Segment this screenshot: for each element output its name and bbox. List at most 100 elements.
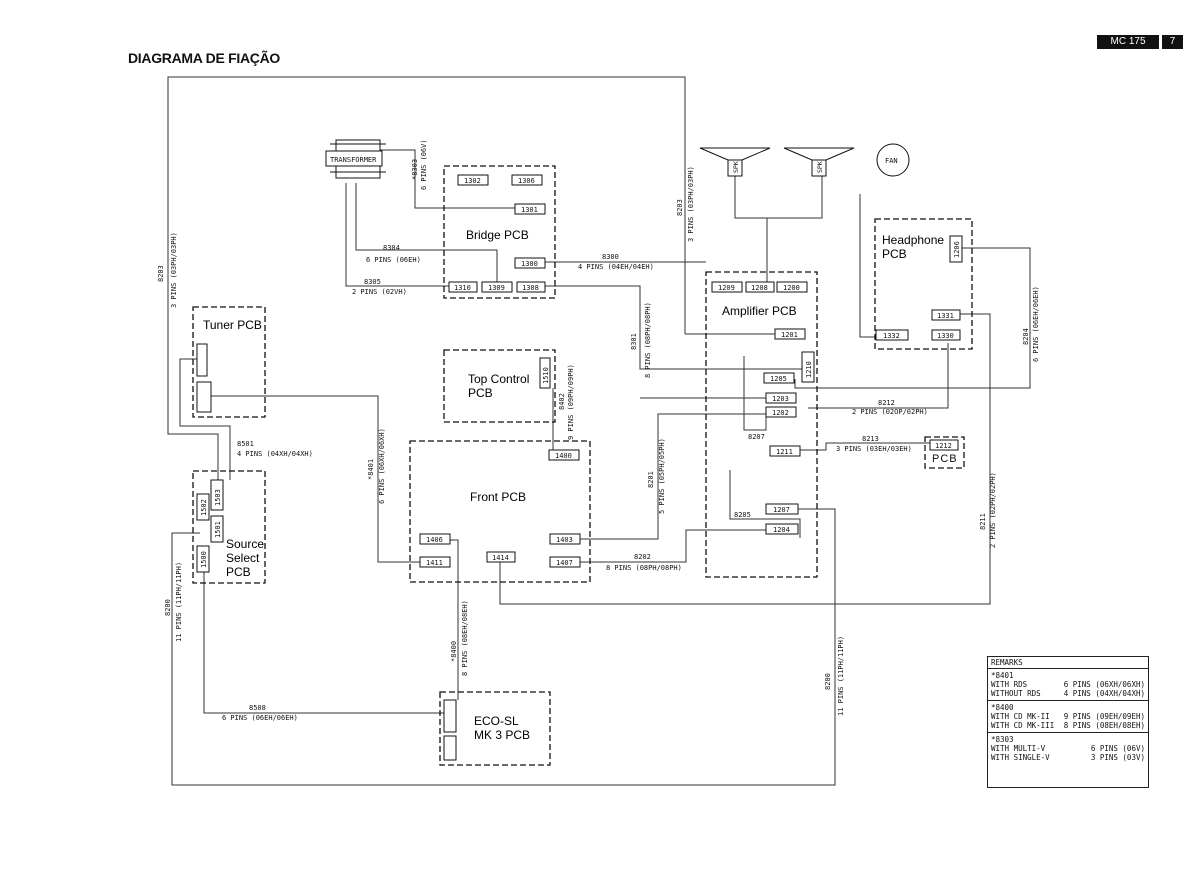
connector-1201: 1201 (781, 331, 798, 339)
connector-1407: 1407 (556, 559, 573, 567)
connector-1330: 1330 (937, 332, 954, 340)
eco-pcb-box (439, 691, 551, 766)
remarks-row-value: 3 PINS (03V) (1090, 753, 1145, 762)
remarks-row-label: WITH SINGLE-V (991, 753, 1050, 762)
speaker-label: SPK (732, 161, 740, 173)
cable-8303-pins: 6 PINS (06V) (420, 139, 428, 190)
cable-8204-pins: 6 PINS (06EH/06EH) (1032, 286, 1040, 362)
fan-label: FAN (885, 157, 898, 165)
cable-8200-id: 8200 (824, 673, 832, 690)
remarks-section-id: *8401 (991, 671, 1014, 680)
connector-1400: 1400 (555, 452, 572, 460)
pcb-boxes (192, 165, 973, 766)
remarks-row-label: WITH CD MK-II (991, 712, 1050, 721)
remarks-row-label: WITH CD MK-III (991, 721, 1055, 730)
cable-8400-pins: 8 PINS (08EH/08EH) (461, 600, 469, 676)
cable-8401-id: *8401 (367, 459, 375, 480)
cable-8501-pins: 4 PINS (04XH/04XH) (237, 450, 313, 458)
cable-8305-pins: 2 PINS (02VH) (352, 288, 407, 296)
speaker-label: SPK (816, 161, 824, 173)
connector-1207: 1207 (773, 506, 790, 514)
fan-icon: FAN (876, 143, 910, 177)
cable-8508-id: 8508 (249, 704, 266, 712)
connector-1200: 1200 (783, 284, 800, 292)
tuner-connector-b (196, 381, 212, 413)
bridge-pcb-label: Bridge PCB (466, 228, 529, 242)
connector-1308: 1308 (522, 284, 539, 292)
amplifier-pcb-box (705, 271, 818, 578)
connector-1301: 1301 (521, 206, 538, 214)
cable-8300-pins: 4 PINS (04EH/04EH) (578, 263, 654, 271)
bridge-pcb-box (443, 165, 556, 299)
remarks-row-label: WITH RDS (991, 680, 1028, 689)
connector-1309: 1309 (488, 284, 505, 292)
remarks-row-value: 8 PINS (08EH/08EH) (1063, 721, 1145, 730)
cable-8200-pins: 11 PINS (11PH/11PH) (837, 636, 845, 716)
small-pcb-label: PCB (932, 453, 958, 465)
remarks-section-id: *8400 (991, 703, 1014, 712)
speaker-left-icon: SPK (699, 147, 771, 177)
cable-8212-pins: 2 PINS (02OP/02PH) (852, 408, 928, 416)
page-title: DIAGRAMA DE FIAÇÃO (128, 50, 280, 66)
tuner-pcb-box (192, 306, 266, 418)
connector-1300: 1300 (521, 260, 538, 268)
connector-1406: 1406 (426, 536, 443, 544)
cable-8203-pins: 3 PINS (03PH/03PH) (687, 166, 695, 242)
connectors: 1302 1306 1301 1300 1310 1309 1308 1510 … (196, 174, 963, 761)
connector-1331: 1331 (937, 312, 954, 320)
cable-8211-id: 8211 (979, 513, 987, 530)
connector-1212: 1212 (935, 442, 952, 450)
cable-8203-id: 8203 (157, 265, 165, 282)
cable-8213-id: 8213 (862, 435, 879, 443)
connector-1202: 1202 (772, 409, 789, 417)
connector-1502: 1502 (200, 499, 208, 516)
connector-1206: 1206 (953, 241, 961, 258)
remarks-row-value: 4 PINS (04XH/04XH) (1063, 689, 1145, 698)
connector-1500: 1500 (200, 551, 208, 568)
connector-1501: 1501 (214, 521, 222, 538)
cable-8200-pins: 11 PINS (11PH/11PH) (175, 562, 183, 642)
cable-8305-id: 8305 (364, 278, 381, 286)
remarks-section-id: *8303 (991, 735, 1014, 744)
cable-8212-id: 8212 (878, 399, 895, 407)
cable-8211-pins: 2 PINS (02PH/02PH) (989, 472, 997, 548)
connector-1414: 1414 (492, 554, 509, 562)
cable-8202-id: 8202 (634, 553, 651, 561)
connector-1205: 1205 (770, 375, 787, 383)
connector-1306: 1306 (518, 177, 535, 185)
cable-8204-id: 8204 (1022, 328, 1030, 345)
model-number: MC 175 (1097, 35, 1159, 49)
eco-connector-a (443, 699, 457, 733)
cable-8402-id: 8402 (558, 393, 566, 410)
remarks-row-value: 6 PINS (06XH/06XH) (1063, 680, 1145, 689)
cable-8508-pins: 6 PINS (06EH/06EH) (222, 714, 298, 722)
remarks-section: *8400 WITH CD MK-II 9 PINS (09EH/09EH) WI… (988, 701, 1148, 733)
remarks-row-value: 9 PINS (09EH/09EH) (1063, 712, 1145, 721)
connector-1403: 1403 (556, 536, 573, 544)
eco-connector-b (443, 735, 457, 761)
headphone-pcb-box (874, 218, 973, 350)
connector-1211: 1211 (776, 448, 793, 456)
small-pcb-box (924, 436, 965, 469)
remarks-row-label: WITH MULTI-V (991, 744, 1046, 753)
connector-1209: 1209 (718, 284, 735, 292)
cable-8205-id: 8205 (734, 511, 751, 519)
connector-1302: 1302 (464, 177, 481, 185)
cable-8213-pins: 3 PINS (03EH/03EH) (836, 445, 912, 453)
front-pcb-box (409, 440, 591, 583)
cable-8301-pins: 8 PINS (08PH/08PH) (644, 302, 652, 378)
tuner-connector-a (196, 343, 208, 377)
transformer-label: TRANSFORMER (330, 156, 377, 164)
cable-8304-pins: 6 PINS (06EH) (366, 256, 421, 264)
cable-8201-id: 8201 (647, 471, 655, 488)
cable-8300-id: 8300 (602, 253, 619, 261)
cable-8401-pins: 6 PINS (06XH/06XH) (378, 428, 386, 504)
connector-1411: 1411 (426, 559, 443, 567)
cable-8203-id: 8203 (676, 199, 684, 216)
cable-8200-id: 8200 (164, 599, 172, 616)
